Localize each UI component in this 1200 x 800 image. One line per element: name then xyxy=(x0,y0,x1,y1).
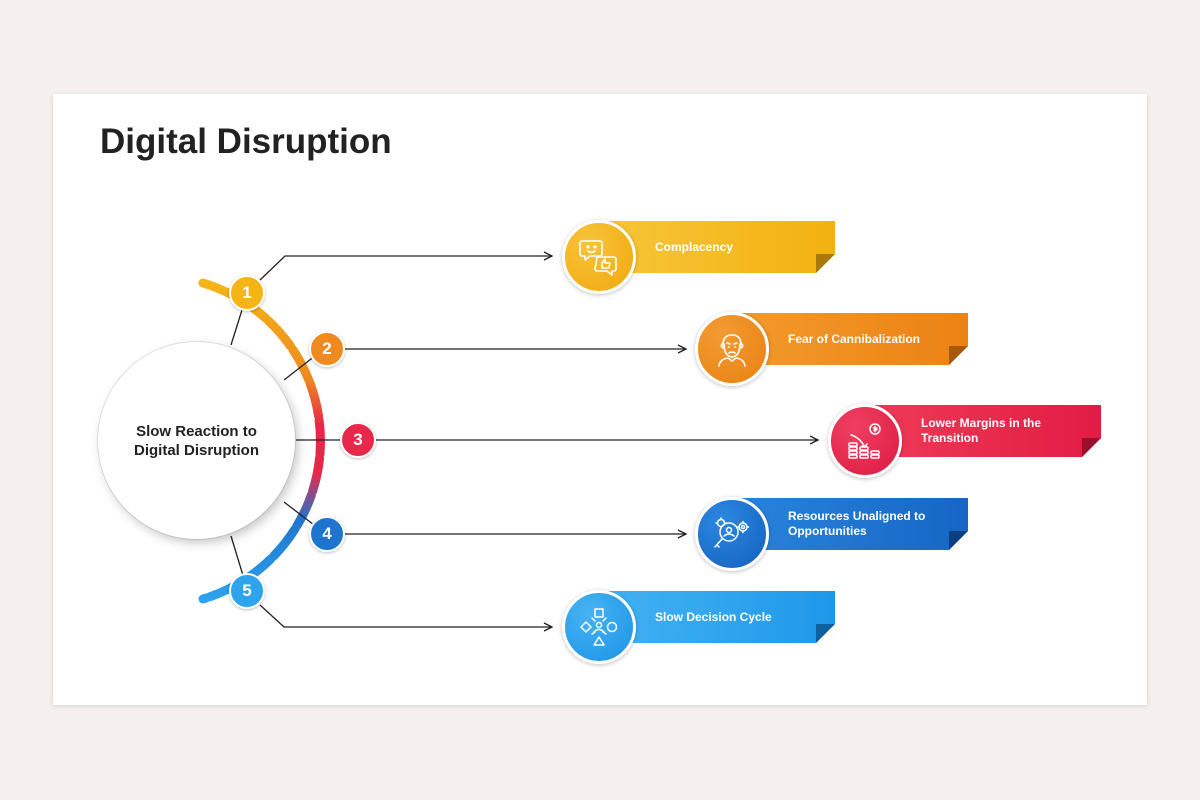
step-badge-5: 5 xyxy=(229,573,265,609)
arrow-5 xyxy=(259,604,552,627)
item-slow-decision-cycle: Slow Decision Cycle xyxy=(562,590,835,664)
item-label: Complacency xyxy=(655,239,734,254)
item-label: Slow Decision Cycle xyxy=(655,609,772,624)
chat-thumbs-up-icon xyxy=(579,240,617,276)
item-complacency: Complacency xyxy=(562,220,835,294)
page-title: Digital Disruption xyxy=(100,122,392,161)
item-icon-circle xyxy=(828,404,902,478)
decision-flow-icon xyxy=(580,608,618,646)
hub-text: Slow Reaction to Digital Disruption xyxy=(134,422,259,459)
item-fear-of-cannibalization: Fear of Cannibalization xyxy=(695,312,968,386)
coins-decline-icon xyxy=(848,423,881,459)
ribbon-fold xyxy=(949,531,968,550)
step-number: 1 xyxy=(242,283,252,302)
worried-person-icon xyxy=(718,334,746,367)
item-label: Resources Unaligned to Opportunities xyxy=(788,509,926,538)
ribbon-fold xyxy=(1082,438,1101,457)
item-label: Fear of Cannibalization xyxy=(788,331,921,346)
item-ribbon xyxy=(599,221,835,273)
item-ribbon xyxy=(599,591,835,643)
step-badge-4: 4 xyxy=(309,516,345,552)
hub-circle: Slow Reaction to Digital Disruption xyxy=(98,342,295,539)
step-badge-3: 3 xyxy=(340,422,376,458)
step-badge-2: 2 xyxy=(309,331,345,367)
gears-search-icon xyxy=(714,517,750,548)
item-icon-circle xyxy=(562,590,636,664)
item-resources-unaligned: Resources Unaligned to Opportunities xyxy=(695,497,968,571)
item-icon-circle xyxy=(562,220,636,294)
step-number: 2 xyxy=(322,339,332,358)
item-ribbon xyxy=(732,498,968,550)
step-badge-1: 1 xyxy=(229,275,265,311)
step-number: 3 xyxy=(353,430,363,449)
item-ribbon xyxy=(732,313,968,365)
item-icon-circle xyxy=(695,312,769,386)
progress-arc xyxy=(198,278,325,604)
step-number: 5 xyxy=(242,581,252,600)
step-number: 4 xyxy=(322,524,332,543)
item-ribbon xyxy=(865,405,1101,457)
arrow-1 xyxy=(259,256,552,281)
item-lower-margins: Lower Margins in the Transition xyxy=(828,404,1101,478)
item-icon-circle xyxy=(695,497,769,571)
item-label: Lower Margins in the Transition xyxy=(921,416,1042,445)
